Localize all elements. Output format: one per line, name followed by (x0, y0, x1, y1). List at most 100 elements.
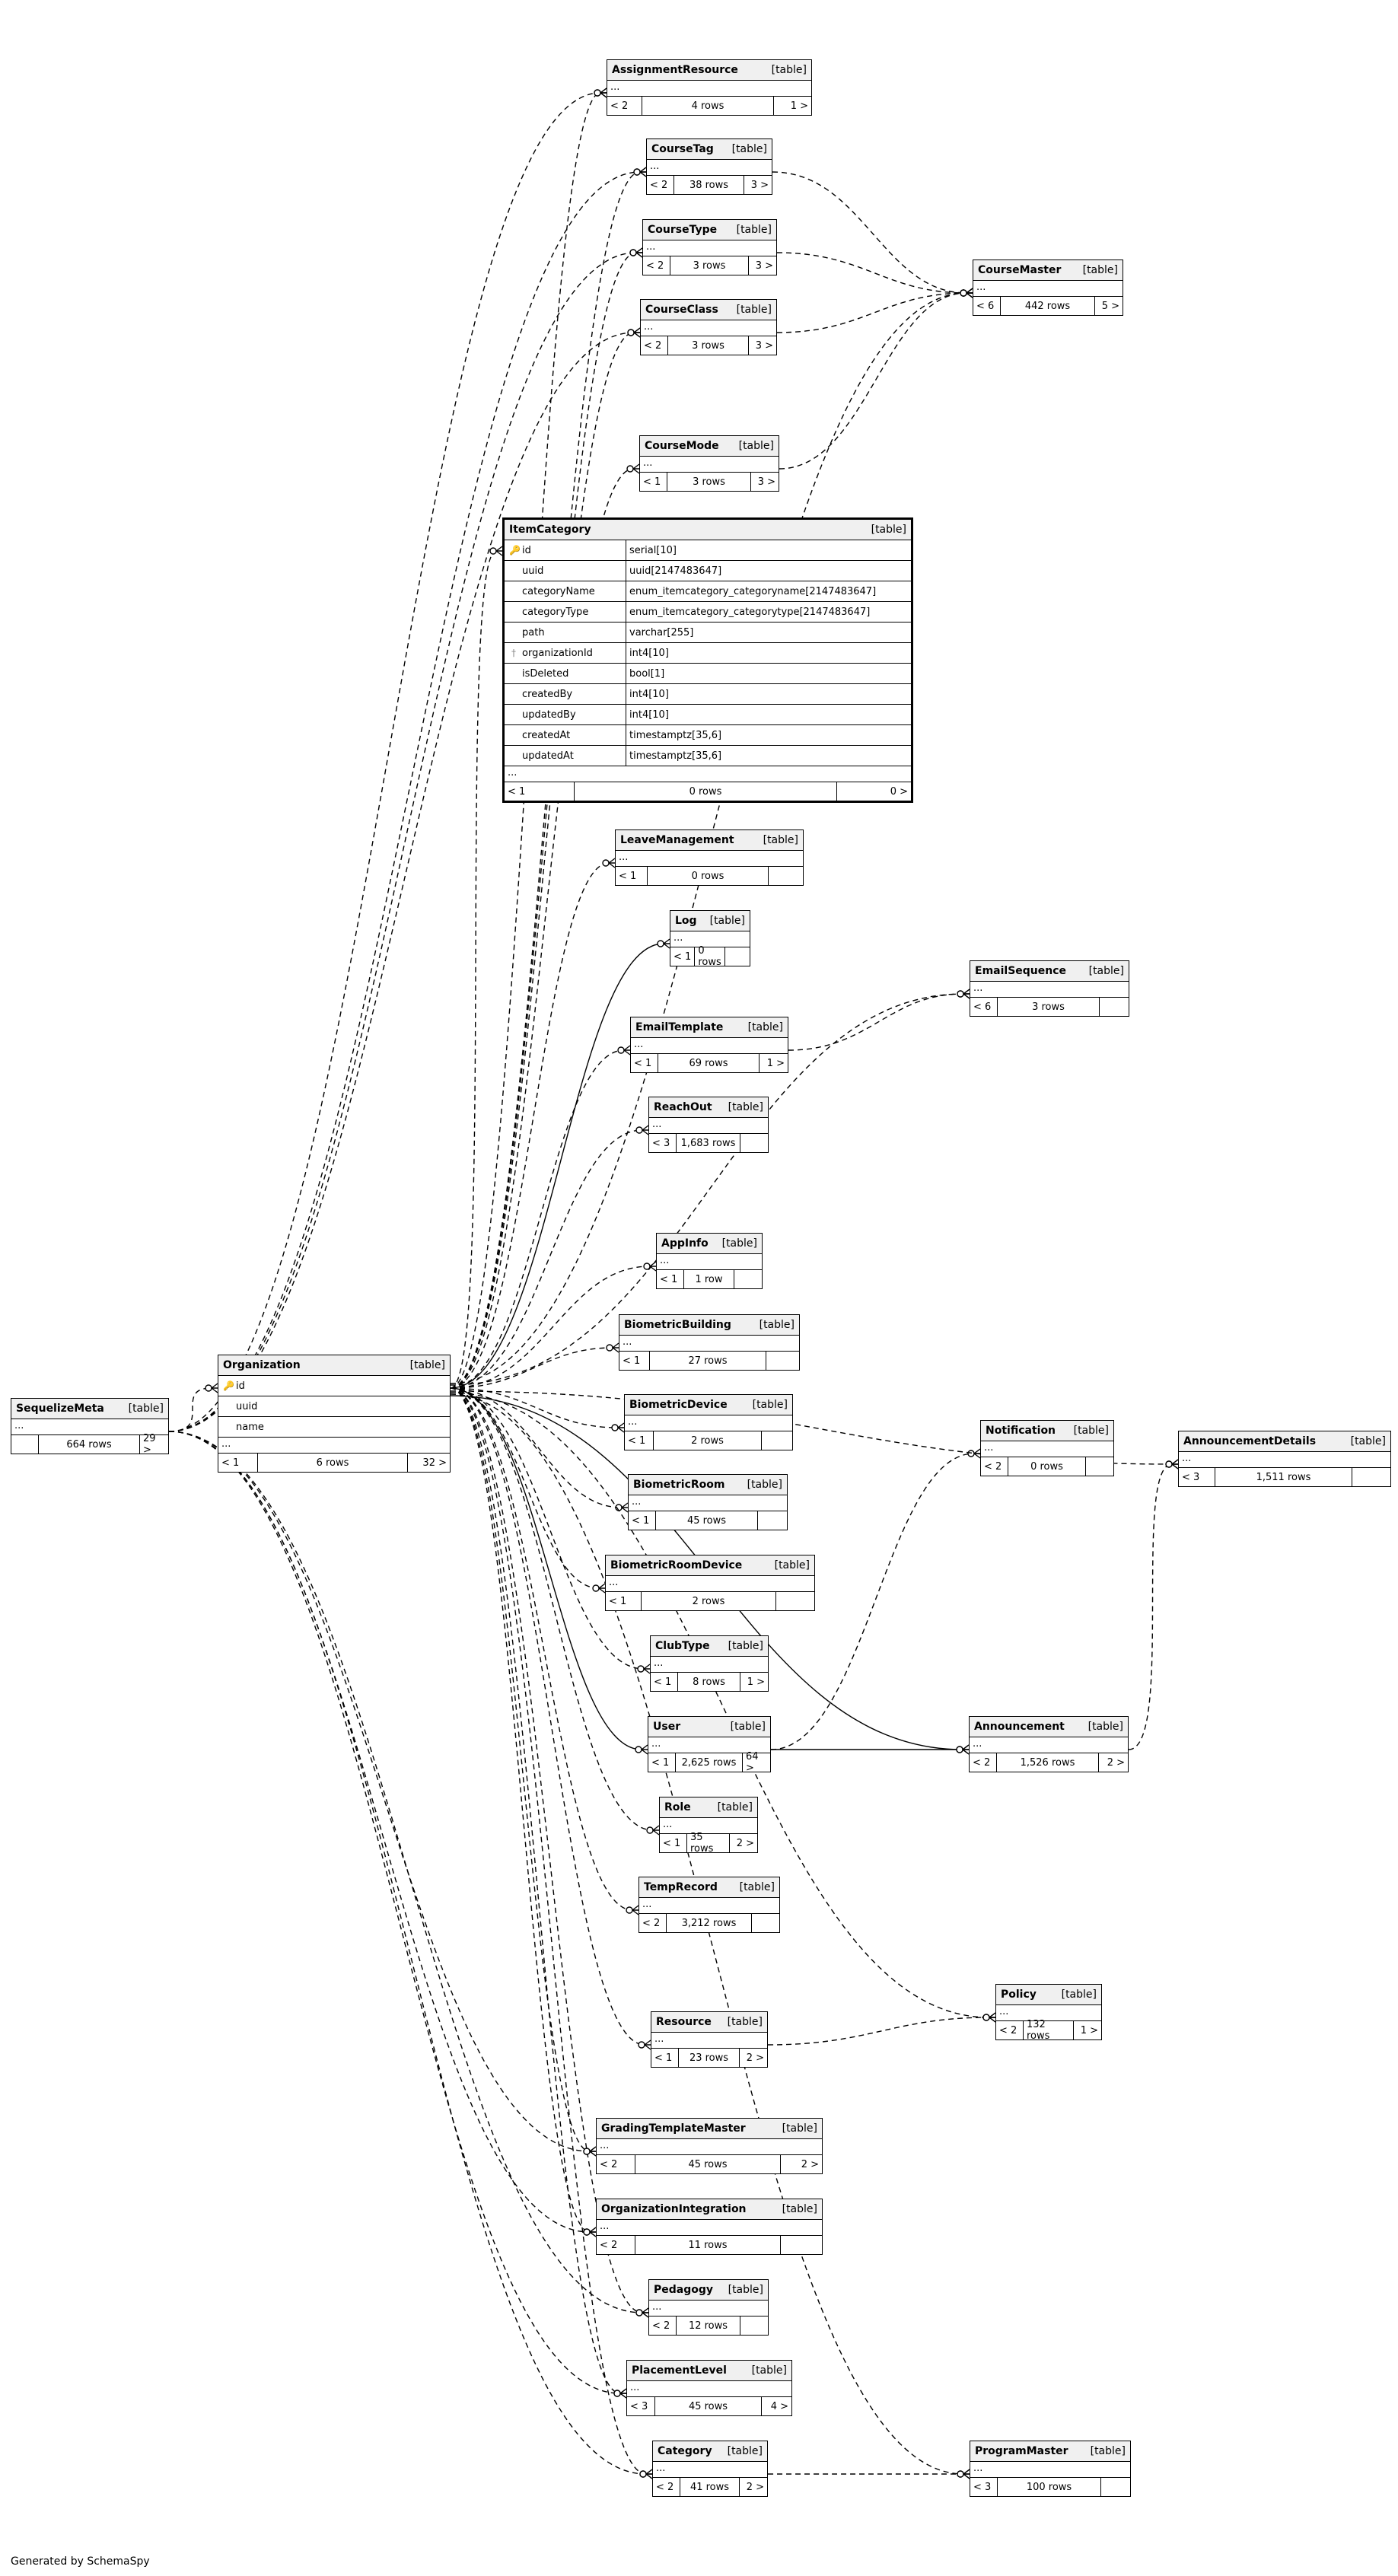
table-name[interactable]: Resource (656, 2016, 712, 2028)
children-link[interactable]: 3 > (755, 260, 773, 272)
parents-link[interactable]: < 2 (641, 336, 668, 355)
table-name[interactable]: BiometricBuilding (624, 1319, 731, 1331)
table-name[interactable]: EmailTemplate (635, 1021, 724, 1033)
table-name[interactable]: CourseMaster (978, 264, 1062, 276)
table-name[interactable]: Log (675, 915, 697, 927)
table-name[interactable]: LeaveManagement (620, 834, 734, 846)
children-link[interactable] (1086, 1457, 1113, 1476)
children-link[interactable] (766, 1352, 799, 1370)
table-name[interactable]: CourseType (648, 224, 718, 236)
table-name[interactable]: Announcement (974, 1721, 1065, 1733)
children-link[interactable]: 2 > (746, 2052, 764, 2064)
parents-link[interactable]: < 2 (653, 2478, 680, 2496)
parents-link[interactable]: < 1 (657, 1270, 684, 1288)
table-name[interactable]: BiometricRoomDevice (610, 1559, 743, 1571)
table-name[interactable]: ProgramMaster (975, 2445, 1068, 2457)
table-name[interactable]: CourseMode (645, 440, 719, 452)
children-link[interactable] (1100, 998, 1129, 1016)
parents-link[interactable]: < 1 (640, 473, 667, 491)
parents-link[interactable]: < 1 (606, 1592, 642, 1610)
children-link[interactable] (734, 1270, 762, 1288)
parents-link[interactable]: < 1 (670, 947, 696, 966)
parents-link[interactable]: < 6 (970, 998, 998, 1016)
parents-link[interactable]: < 1 (629, 1511, 656, 1530)
parents-link[interactable]: < 2 (643, 256, 670, 275)
parents-link[interactable]: < 3 (627, 2397, 655, 2415)
parents-link[interactable]: < 2 (639, 1914, 667, 1932)
children-link[interactable] (769, 867, 803, 885)
children-link[interactable]: 3 > (757, 476, 775, 488)
table-name[interactable]: ItemCategory (509, 524, 591, 536)
children-link[interactable]: 2 > (746, 2481, 764, 2493)
parents-link[interactable]: < 1 (616, 867, 648, 885)
parents-link[interactable]: < 1 (651, 2049, 679, 2067)
table-name[interactable]: PlacementLevel (632, 2364, 727, 2377)
parents-link[interactable]: < 1 (218, 1454, 258, 1472)
table-name[interactable]: SequelizeMeta (16, 1403, 104, 1415)
parents-link[interactable]: < 3 (970, 2478, 998, 2496)
parents-link[interactable]: < 1 (505, 782, 575, 801)
children-link[interactable]: 29 > (143, 1433, 156, 1456)
children-link[interactable]: 5 > (1101, 300, 1119, 312)
children-link[interactable]: 1 > (790, 100, 808, 112)
parents-link[interactable]: < 2 (970, 1753, 997, 1772)
parents-link[interactable]: < 2 (597, 2155, 635, 2173)
children-link[interactable] (776, 1592, 814, 1610)
children-link[interactable]: 2 > (1107, 1756, 1125, 1769)
children-link[interactable] (1352, 1468, 1390, 1486)
children-link[interactable]: 0 > (890, 785, 908, 798)
children-link[interactable]: 3 > (750, 179, 769, 191)
parents-link[interactable]: < 6 (973, 297, 1001, 315)
table-name[interactable]: Organization (223, 1359, 301, 1371)
children-link[interactable]: 2 > (736, 1837, 754, 1849)
table-name[interactable]: BiometricRoom (633, 1479, 725, 1491)
parents-link[interactable] (11, 1435, 39, 1454)
table-name[interactable]: Category (658, 2445, 712, 2457)
children-link[interactable] (740, 2316, 768, 2335)
parents-link[interactable]: < 2 (996, 2021, 1024, 2039)
parents-link[interactable]: < 1 (648, 1753, 676, 1772)
parents-link[interactable]: < 2 (597, 2236, 635, 2254)
parents-link[interactable]: < 2 (647, 176, 674, 194)
children-link[interactable]: 2 > (801, 2158, 819, 2170)
table-name[interactable]: TempRecord (644, 1881, 718, 1893)
table-name[interactable]: User (653, 1721, 681, 1733)
children-link[interactable]: 1 > (747, 1676, 765, 1688)
table-name[interactable]: OrganizationIntegration (601, 2203, 747, 2215)
table-name[interactable]: CourseClass (645, 304, 718, 316)
column-row[interactable]: name (218, 1417, 450, 1438)
table-name[interactable]: BiometricDevice (629, 1399, 728, 1411)
parents-link[interactable]: < 2 (607, 97, 642, 115)
parents-link[interactable]: < 3 (1179, 1468, 1215, 1486)
table-name[interactable]: GradingTemplateMaster (601, 2122, 746, 2135)
